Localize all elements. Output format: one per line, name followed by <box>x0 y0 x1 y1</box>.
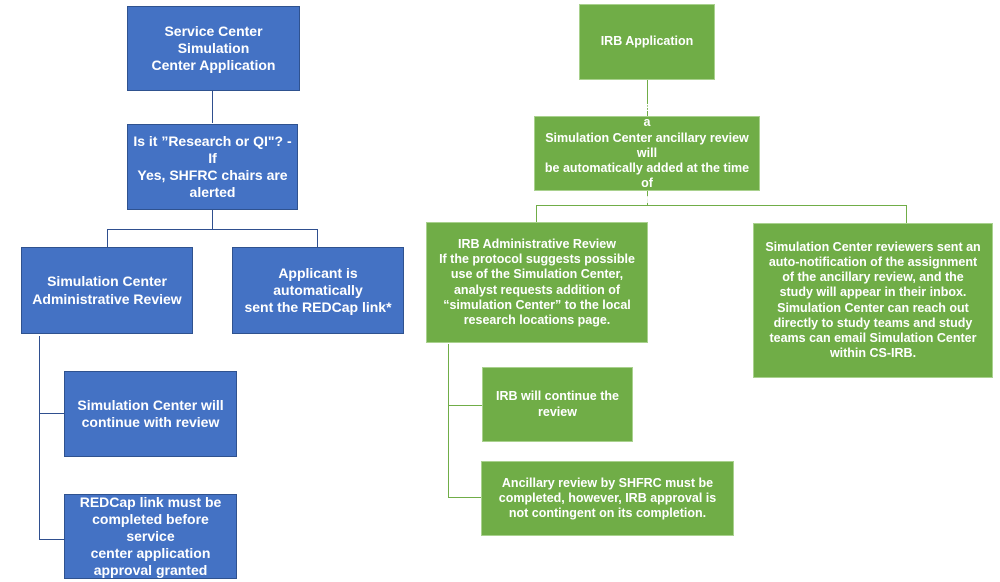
connector-line <box>448 497 482 498</box>
node-redcap-link-sent: Applicant is automatically sent the REDC… <box>232 247 404 334</box>
connector-line <box>536 206 537 222</box>
connector-line <box>39 413 64 414</box>
connector-line <box>212 91 213 123</box>
node-label: Applicant is automatically sent the REDC… <box>244 264 392 316</box>
node-irb-continue-review: IRB will continue the review <box>482 367 633 442</box>
node-irb-administrative-review: IRB Administrative Review If the protoco… <box>426 222 648 343</box>
connector-line <box>448 344 449 498</box>
node-label: IRB Administrative Review If the protoco… <box>439 236 635 327</box>
node-research-or-qi-check: Is it ”Research or QI"? - If Yes, SHFRC … <box>127 124 298 210</box>
connector-line <box>647 190 648 206</box>
node-ancillary-review-required: Ancillary review by SHFRC must be comple… <box>481 461 734 536</box>
node-service-center-application: Service Center Simulation Center Applica… <box>127 6 300 91</box>
connector-line <box>212 210 213 230</box>
node-continue-review: Simulation Center will continue with rev… <box>64 371 237 457</box>
connector-line <box>906 205 907 223</box>
connector-line <box>39 539 64 540</box>
connector-line <box>448 405 482 406</box>
node-location-check: If the location is "simulation center“ a… <box>534 100 760 206</box>
node-label: Simulation Center will continue with rev… <box>77 396 224 430</box>
connector-line <box>647 80 648 116</box>
node-label: IRB will continue the review <box>496 389 619 419</box>
node-label: If the location is "simulation center“ a… <box>539 100 755 206</box>
node-label: Simulation Center reviewers sent an auto… <box>765 239 981 361</box>
node-label: REDCap link must be completed before ser… <box>79 493 222 579</box>
node-redcap-link-completion: REDCap link must be completed before ser… <box>64 494 237 579</box>
connector-line <box>39 336 40 540</box>
node-label: IRB Application <box>600 34 694 49</box>
node-label: Is it ”Research or QI"? - If Yes, SHFRC … <box>133 132 292 201</box>
node-simulation-center-admin-review: Simulation Center Administrative Review <box>21 247 193 334</box>
node-reviewers-notified: Simulation Center reviewers sent an auto… <box>753 223 993 378</box>
connector-line <box>536 205 907 206</box>
connector-line <box>107 229 318 230</box>
node-label: Simulation Center Administrative Review <box>32 273 182 307</box>
connector-line <box>107 229 108 247</box>
node-irb-application: IRB Application <box>579 4 715 80</box>
connector-line <box>317 229 318 247</box>
node-label: Ancillary review by SHFRC must be comple… <box>498 475 717 521</box>
node-label: Service Center Simulation Center Applica… <box>151 22 276 74</box>
